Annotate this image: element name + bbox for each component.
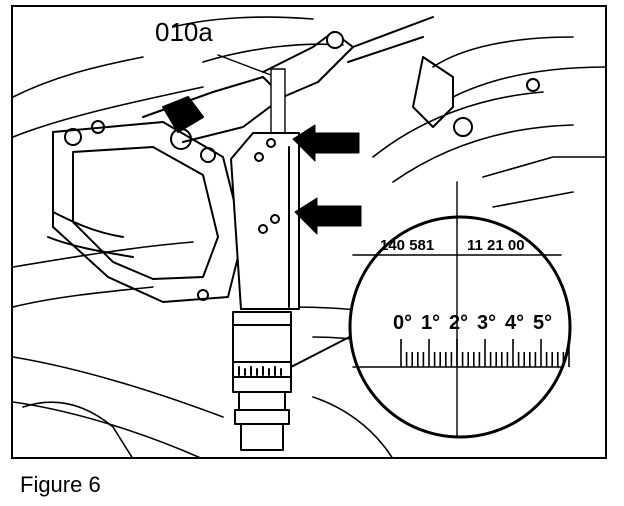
measuring-tool-bar [230,132,300,310]
dial-gauge [232,311,366,451]
part-number-left: 140 581 [380,237,434,254]
part-number-right: 11 21 00 [467,237,525,254]
degree-label: 1° [421,312,440,334]
technical-drawing: 010a 140 581 11 21 00 0° 1° 2° 3° 4° 5° [13,16,605,457]
callout-label: 010a [155,17,213,47]
indicator-arrow-lower [294,197,362,235]
figure-caption: Figure 6 [20,472,101,497]
scale-ticks [400,339,570,367]
indicator-arrow-upper [292,124,360,162]
degree-label: 2° [449,312,468,334]
figure-frame: 010a 140 581 11 21 00 0° 1° 2° 3° 4° 5° [11,5,607,459]
magnified-scale [348,181,572,439]
degree-label: 4° [505,312,524,334]
degree-label: 5° [533,312,552,334]
degree-labels: 0° 1° 2° 3° 4° 5° [393,312,552,334]
degree-label: 0° [393,312,412,334]
degree-label: 3° [477,312,496,334]
